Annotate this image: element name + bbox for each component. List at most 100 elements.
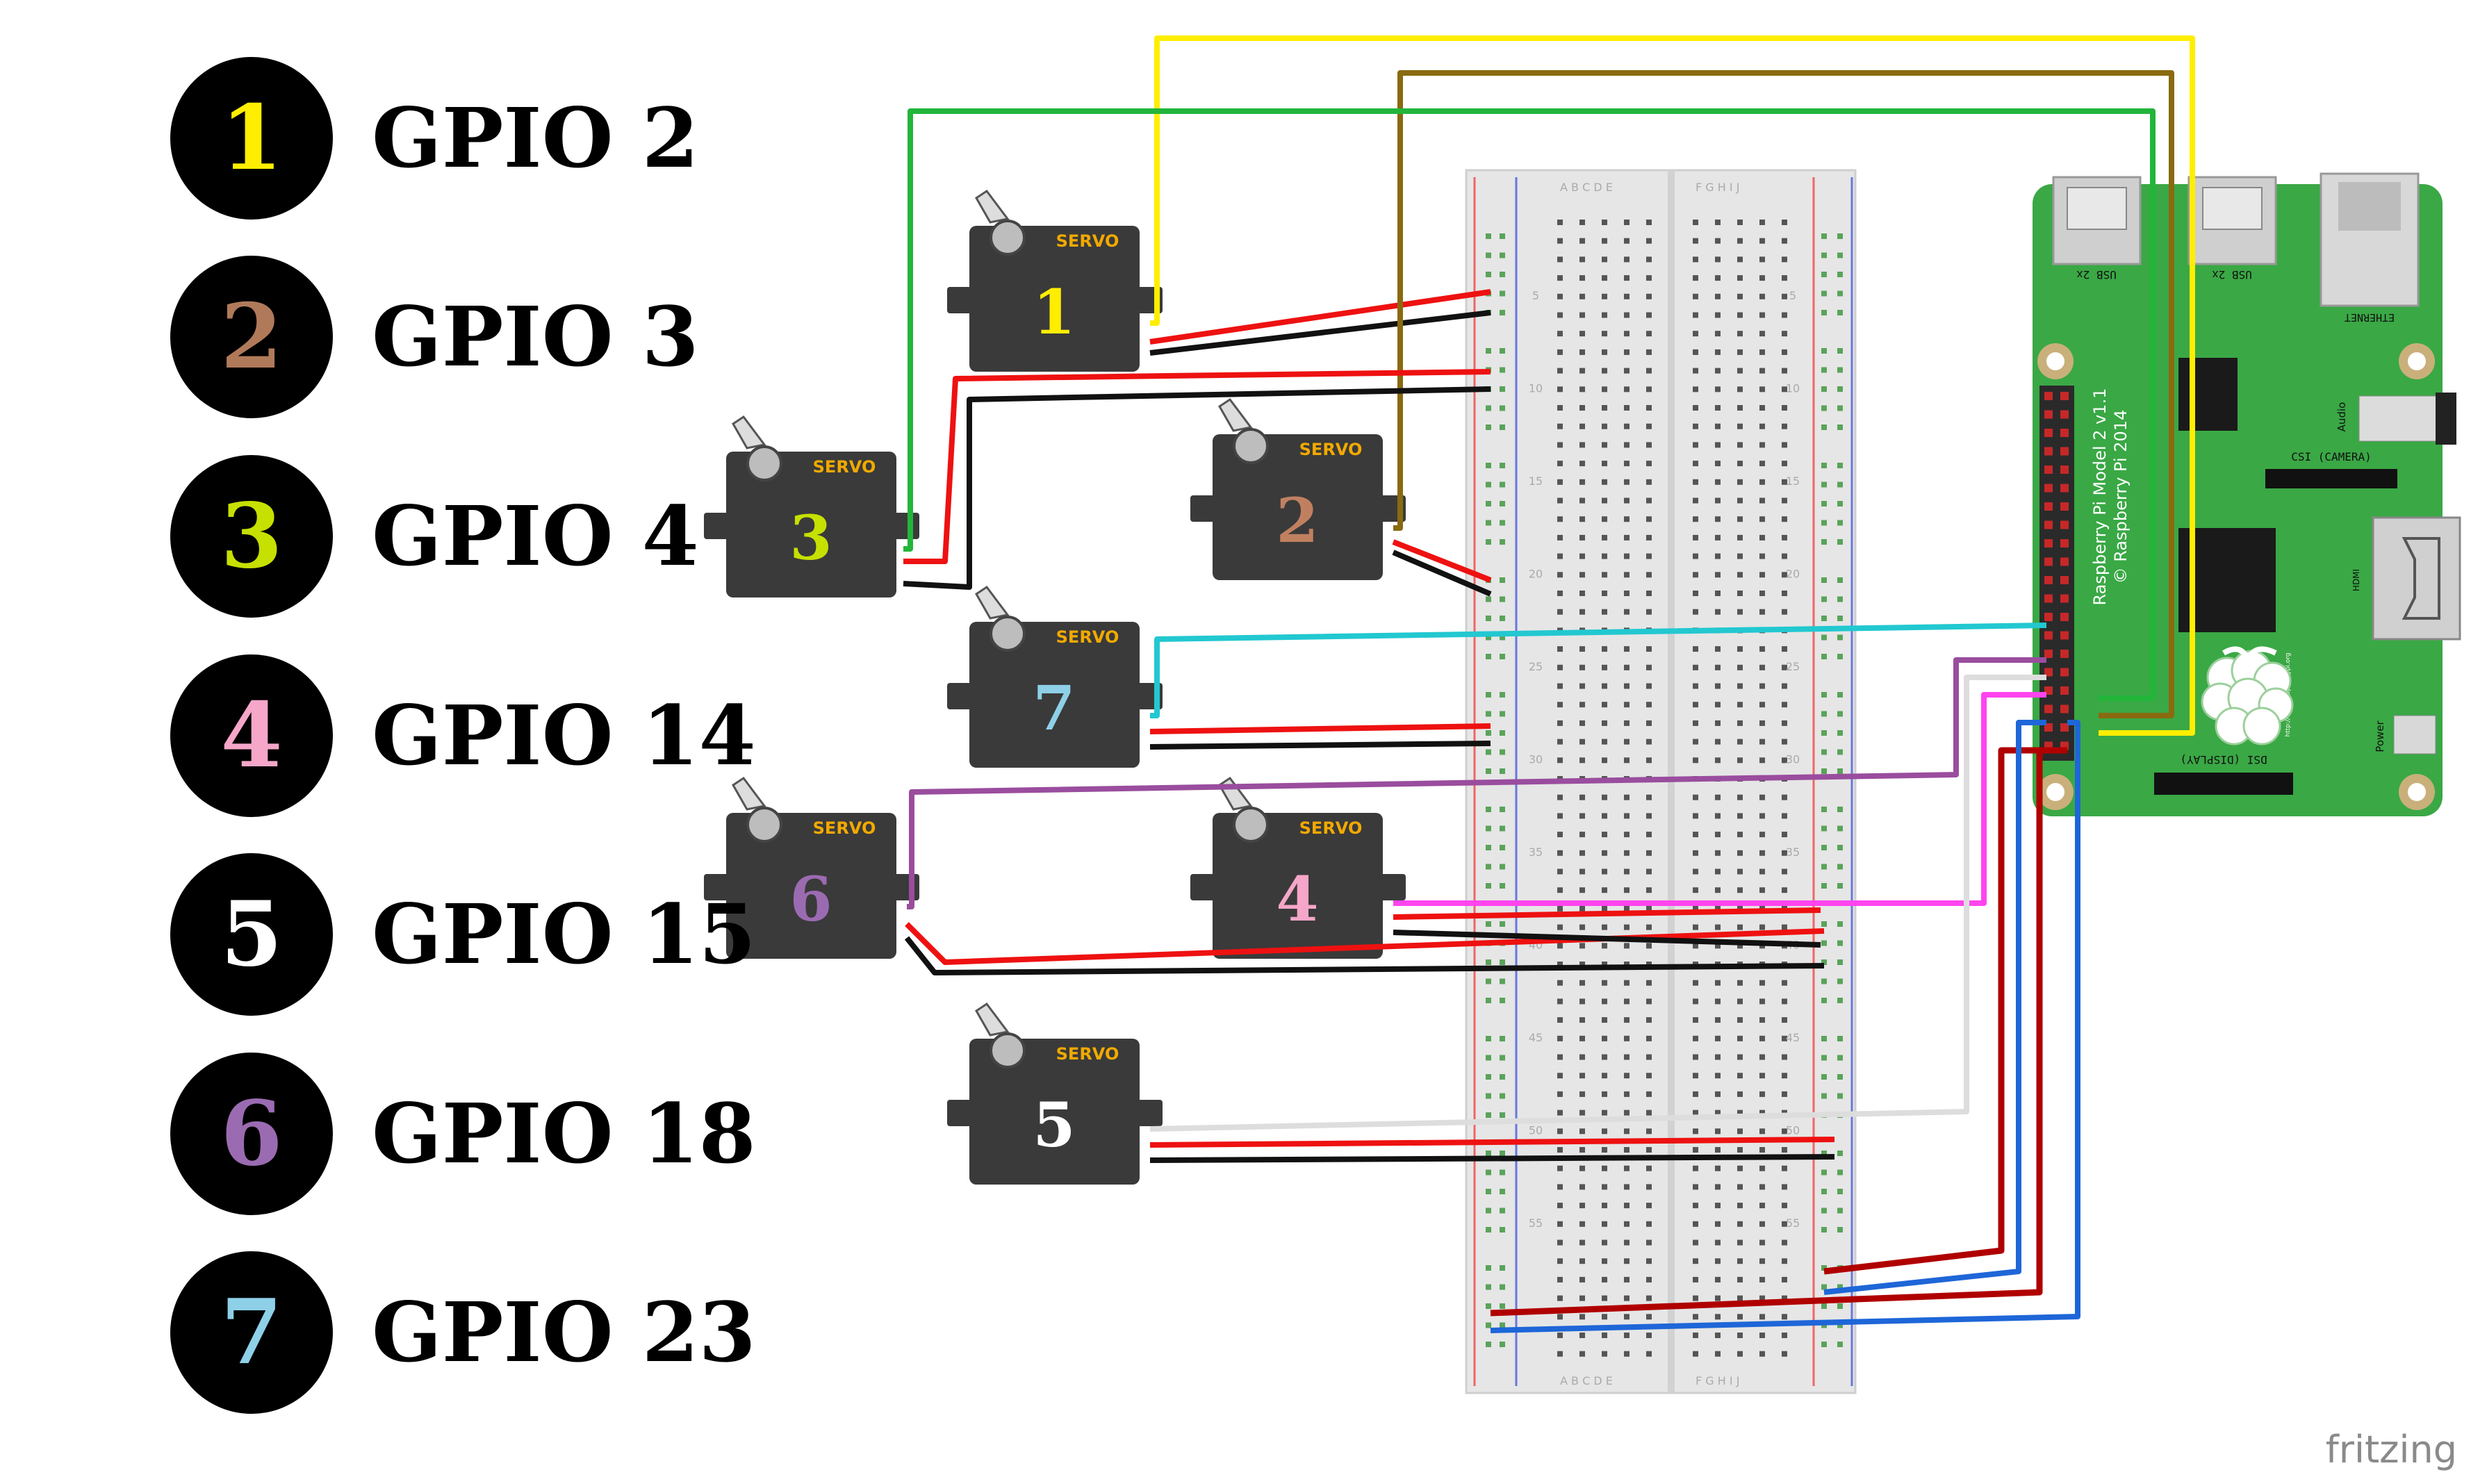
- breadboard-hole: [1737, 1073, 1743, 1079]
- rail-hole: [1486, 692, 1491, 698]
- rail-hole: [1500, 405, 1505, 411]
- servo-label: SERVO: [1056, 231, 1119, 251]
- rail-hole: [1500, 463, 1505, 468]
- breadboard-hole: [1579, 1258, 1585, 1264]
- ground-wire-servo-1: [1149, 310, 1491, 356]
- breadboard-hole: [1646, 980, 1652, 986]
- breadboard-hole: [1759, 312, 1765, 318]
- breadboard-hole: [1737, 924, 1743, 930]
- breadboard-hole: [1715, 832, 1721, 838]
- breadboard-hole: [1557, 1203, 1563, 1209]
- rail-hole: [1837, 845, 1843, 850]
- breadboard-hole: [1646, 1314, 1652, 1320]
- rail-hole: [1837, 520, 1843, 526]
- breadboard-hole: [1579, 850, 1585, 856]
- gpio-pin: [2044, 668, 2053, 677]
- rail-hole: [1486, 749, 1491, 755]
- breadboard-hole: [1624, 832, 1629, 838]
- breadboard-hole: [1693, 534, 1698, 541]
- breadboard-hole: [1782, 813, 1787, 819]
- breadboard-hole: [1602, 664, 1607, 670]
- rail-hole: [1821, 1055, 1827, 1061]
- breadboard-hole: [1602, 293, 1607, 299]
- breadboard-hole: [1715, 553, 1721, 559]
- legend-number-circle: 2: [170, 256, 333, 418]
- rail-hole: [1500, 749, 1505, 755]
- breadboard-hole: [1715, 868, 1721, 875]
- breadboard-hole: [1737, 1054, 1743, 1060]
- legend-number: 7: [220, 1280, 283, 1385]
- breadboard-hole: [1646, 423, 1652, 429]
- row-number: 15: [1529, 475, 1543, 488]
- servos: SERVO1SERVO2SERVO3SERVO4SERVO5SERVO6SERV…: [704, 189, 1406, 1185]
- breadboard-hole: [1737, 1203, 1743, 1209]
- rail-hole: [1837, 1169, 1843, 1176]
- breadboard-hole: [1624, 238, 1629, 244]
- rail-hole: [1500, 616, 1505, 621]
- row-number: 20: [1529, 567, 1543, 580]
- rail-hole: [1500, 1169, 1505, 1176]
- breadboard-hole: [1759, 1203, 1765, 1209]
- rail-hole: [1837, 252, 1843, 258]
- breadboard-hole: [1557, 516, 1563, 522]
- rail-hole: [1821, 1093, 1827, 1099]
- breadboard-hole: [1693, 1147, 1698, 1153]
- breadboard-hole: [1759, 646, 1765, 652]
- rail-hole: [1500, 998, 1505, 1003]
- breadboard-hole: [1693, 1184, 1698, 1190]
- breadboard-hole: [1579, 312, 1585, 318]
- breadboard-hole: [1579, 256, 1585, 263]
- rail-hole: [1821, 1189, 1827, 1194]
- breadboard-hole: [1715, 1239, 1721, 1246]
- breadboard-hole: [1759, 553, 1765, 559]
- rail-hole: [1486, 1284, 1491, 1290]
- breadboard-hole: [1602, 220, 1607, 225]
- legend-number: 2: [220, 285, 283, 389]
- breadboard-hole: [1579, 1314, 1585, 1320]
- breadboard-hole: [1602, 591, 1607, 596]
- breadboard-hole: [1579, 238, 1585, 244]
- breadboard-hole: [1737, 943, 1743, 949]
- breadboard-hole: [1646, 702, 1652, 708]
- breadboard-hole: [1693, 442, 1698, 448]
- breadboard-hole: [1602, 572, 1607, 578]
- gpio-pin: [2060, 631, 2069, 640]
- signal-wire-servo-5: [1149, 675, 2046, 1132]
- breadboard-hole: [1579, 349, 1585, 355]
- breadboard-hole: [1715, 702, 1721, 708]
- gpio-pin: [2060, 465, 2069, 474]
- breadboard-hole: [1646, 1351, 1652, 1357]
- breadboard-hole: [1646, 220, 1652, 225]
- breadboard-hole: [1579, 1184, 1585, 1190]
- breadboard-hole: [1557, 572, 1563, 578]
- breadboard-hole: [1759, 572, 1765, 578]
- legend-number-circle: 5: [170, 853, 333, 1016]
- breadboard-hole: [1602, 1165, 1607, 1171]
- hdmi-port: [2372, 516, 2461, 641]
- breadboard-hole: [1759, 1073, 1765, 1079]
- breadboard-hole: [1782, 312, 1787, 318]
- breadboard-hole: [1759, 1314, 1765, 1320]
- gpio-pin: [2044, 465, 2053, 474]
- rail-hole: [1486, 1265, 1491, 1271]
- rail-hole: [1837, 998, 1843, 1003]
- breadboard-hole: [1646, 1073, 1652, 1079]
- breadboard-hole: [1759, 220, 1765, 225]
- rail-hole: [1486, 233, 1491, 239]
- rail-hole: [1486, 405, 1491, 411]
- rail-hole: [1821, 1227, 1827, 1232]
- breadboard-hole: [1579, 924, 1585, 930]
- breadboard-hole: [1646, 664, 1652, 670]
- pi-pcb: [2033, 184, 2443, 816]
- rail-hole: [1821, 1169, 1827, 1176]
- servo-horn-icon: [990, 1032, 1026, 1069]
- rail-hole: [1837, 1284, 1843, 1290]
- hdmi-label: HDMI: [2351, 569, 2361, 591]
- breadboard-hole: [1759, 591, 1765, 596]
- breadboard-hole: [1693, 1073, 1698, 1079]
- legend-gpio-label: GPIO 18: [372, 1085, 756, 1182]
- rail-hole: [1500, 1207, 1505, 1214]
- rail-hole: [1837, 921, 1843, 927]
- breadboard-hole: [1715, 368, 1721, 374]
